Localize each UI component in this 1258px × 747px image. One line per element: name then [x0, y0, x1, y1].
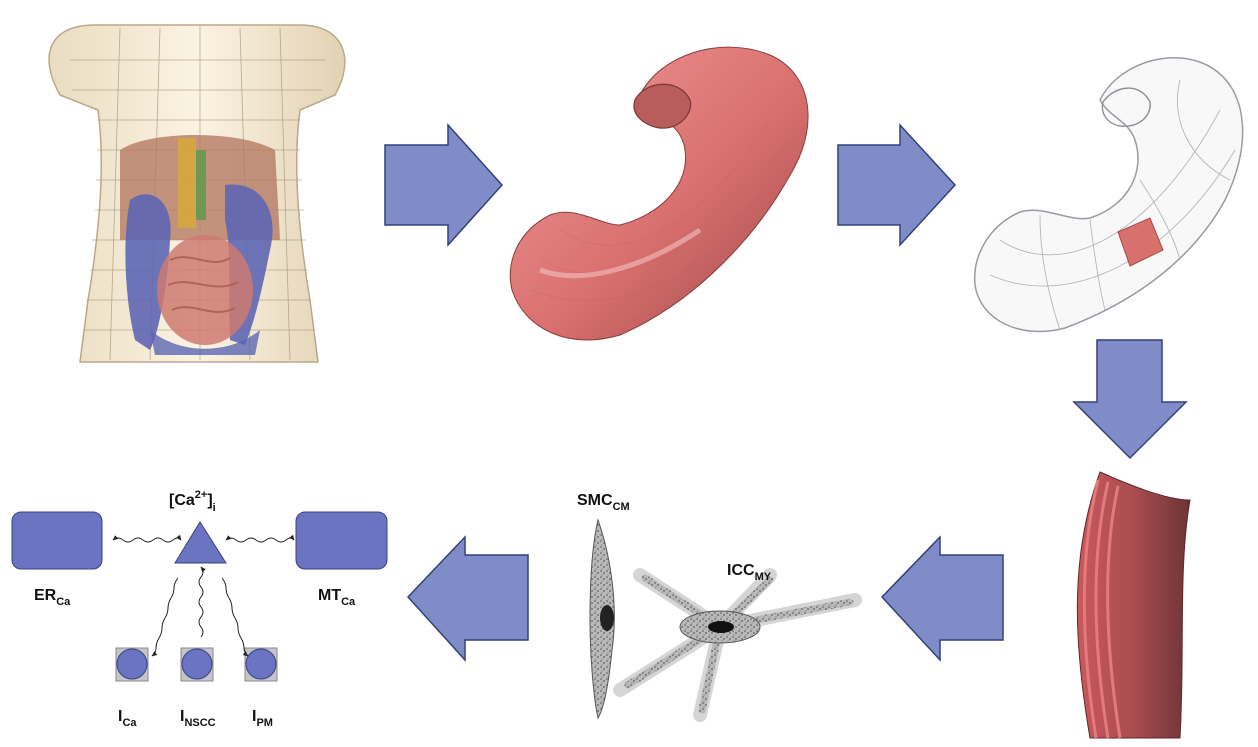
mt-box: [296, 512, 387, 569]
tissue-slab: [1077, 472, 1190, 738]
cells-illustration: [578, 520, 863, 725]
label-ca-i: [Ca2+]i: [169, 489, 216, 514]
arrow-left-1: [882, 537, 1003, 660]
label-smc-cm: SMCCM: [577, 492, 630, 513]
cytosol-triangle: [175, 522, 226, 563]
label-i-nscc: INSCC: [180, 708, 216, 729]
arrow-right-2: [838, 125, 955, 245]
calcium-model: [Ca2+]i ERCa MTCa ICa INSCC IPM: [12, 489, 387, 729]
stomach-model: [510, 47, 808, 340]
ipm-channels: [116, 648, 277, 681]
label-i-pm: IPM: [252, 708, 273, 729]
arrow-right-1: [385, 125, 502, 245]
label-mt-ca: MTCa: [318, 587, 356, 608]
arrow-down: [1074, 340, 1186, 458]
label-i-ca: ICa: [118, 708, 137, 729]
arrow-left-2: [408, 537, 528, 660]
torso-model: [49, 25, 345, 362]
stomach-wireframe: [975, 58, 1243, 332]
er-box: [12, 512, 102, 569]
label-er-ca: ERCa: [34, 587, 71, 608]
